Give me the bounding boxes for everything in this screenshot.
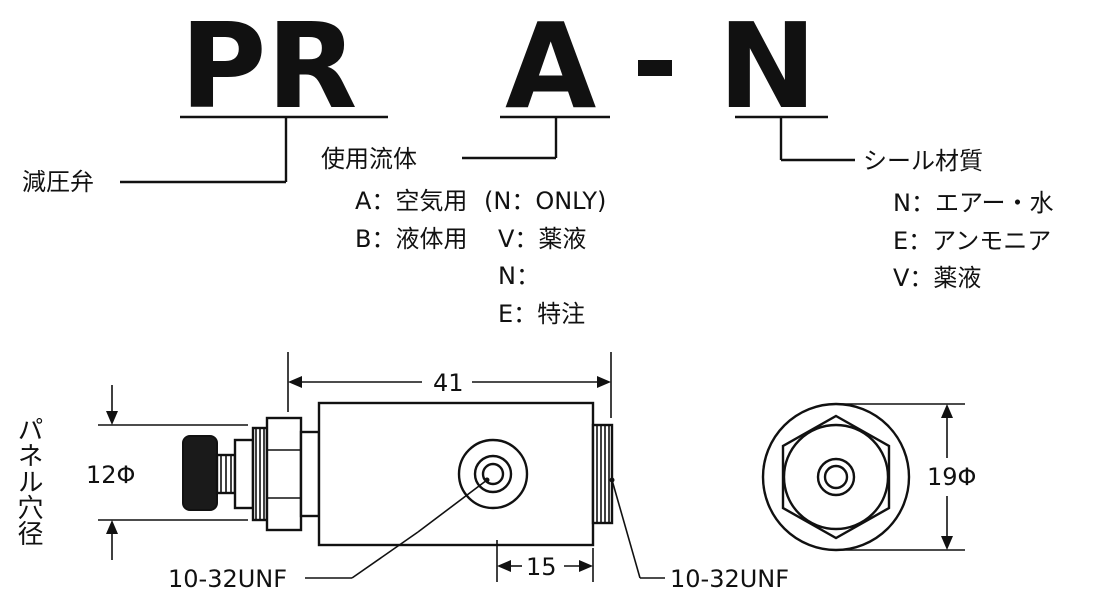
label-seal-n: N：エアー・水 xyxy=(893,189,1054,217)
code-dash xyxy=(638,60,672,76)
main-body xyxy=(317,401,595,547)
dim-body-19phi: 19Φ xyxy=(927,463,976,491)
dimension-15: 15 xyxy=(496,540,594,582)
label-port-right: 10-32UNF xyxy=(670,565,789,593)
code-part-a: A xyxy=(505,0,596,135)
label-fluid-b: B：液体用 xyxy=(355,225,467,253)
dimension-12phi: 12Φ xyxy=(86,385,248,560)
dim-length-41: 41 xyxy=(433,369,464,397)
end-view xyxy=(761,402,911,552)
label-fluid-title: 使用流体 xyxy=(321,145,417,173)
neck xyxy=(299,430,321,518)
dimension-19phi: 19Φ xyxy=(836,403,976,551)
label-reducer: 減圧弁 xyxy=(22,168,94,196)
leader-port-right xyxy=(609,477,665,579)
label-fluid-a-note: (N：ONLY) xyxy=(484,187,606,215)
dim-panel-12phi: 12Φ xyxy=(86,461,135,489)
label-fluid-a: A：空気用 xyxy=(355,187,467,215)
panel-nut xyxy=(265,416,303,532)
label-fluid-b-e: E：特注 xyxy=(498,300,585,328)
dim-offset-15: 15 xyxy=(526,553,557,581)
label-panel-hole: パネル穴径 xyxy=(13,416,43,546)
small-nut xyxy=(233,438,255,510)
label-seal-title: シール材質 xyxy=(863,147,983,175)
knob xyxy=(182,435,218,511)
dimension-41: 41 xyxy=(287,352,612,418)
label-fluid-b-n: N： xyxy=(498,262,540,290)
label-seal-v: V：薬液 xyxy=(893,264,981,292)
code-part-n: N xyxy=(718,0,817,135)
leader-port-left xyxy=(305,477,490,579)
side-view xyxy=(182,401,614,547)
label-fluid-b-v: V：薬液 xyxy=(498,225,586,253)
label-port-left: 10-32UNF xyxy=(168,565,287,593)
code-underline-brackets xyxy=(120,115,855,184)
code-part-pr: PR xyxy=(180,0,357,135)
label-seal-e: E：アンモニア xyxy=(893,227,1051,255)
